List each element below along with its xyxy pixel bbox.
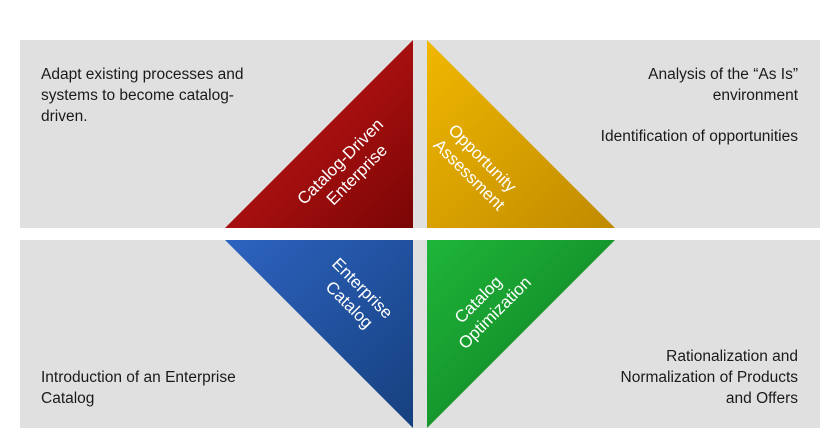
bottom-left-description: Introduction of an Enterprise Catalog <box>41 367 236 409</box>
top-left-description: Adapt existing processes and systems to … <box>41 64 243 127</box>
description-line: driven. <box>41 108 88 125</box>
description-line: Adapt existing processes and <box>41 66 244 83</box>
description-line: environment <box>712 87 798 104</box>
description-line: systems to become catalog- <box>41 87 234 104</box>
description-line: Catalog <box>41 390 95 407</box>
bottom-background-panel <box>20 240 820 428</box>
description-line: Analysis of the “As Is” <box>648 66 798 83</box>
description-line: Rationalization and <box>666 348 798 365</box>
catalog-driven-enterprise-triangle <box>225 40 413 228</box>
catalog-optimization-triangle <box>427 240 615 428</box>
opportunity-assessment-triangle <box>427 40 615 228</box>
top-right-description-secondary: Identification of opportunities <box>601 126 798 147</box>
bottom-right-description: Rationalization and Normalization of Pro… <box>621 346 798 409</box>
top-right-description: Analysis of the “As Is” environment <box>648 64 798 106</box>
top-background-panel <box>20 40 820 228</box>
description-line: Normalization of Products <box>620 369 798 386</box>
description-line: and Offers <box>725 390 798 407</box>
description-line: Identification of opportunities <box>600 128 798 145</box>
description-line: Introduction of an Enterprise <box>41 369 236 386</box>
enterprise-catalog-triangle <box>225 240 413 428</box>
